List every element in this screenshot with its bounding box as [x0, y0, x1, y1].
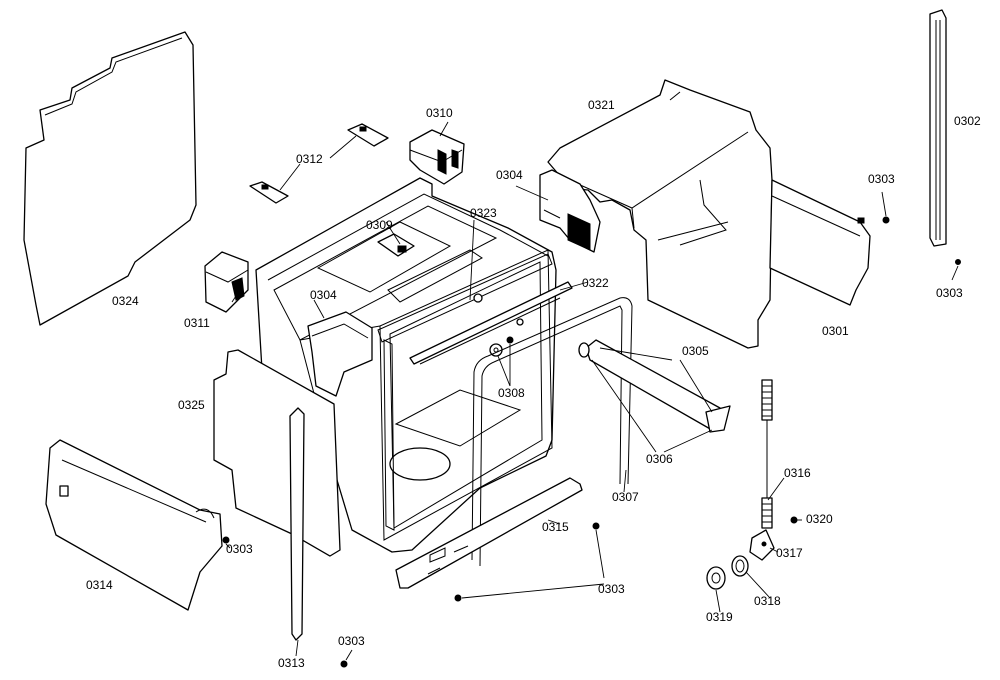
label-0315: 0315: [542, 520, 569, 534]
part-0315-base-strip: [395, 477, 583, 589]
part-0324-side-panel: [23, 31, 197, 326]
part-0319-ring: [706, 566, 726, 590]
label-0301: 0301: [822, 324, 849, 338]
label-0304-upper: 0304: [496, 168, 523, 182]
label-0309: 0309: [366, 218, 393, 232]
leader-lines: [225, 121, 959, 661]
label-0306: 0306: [646, 452, 673, 466]
label-0321: 0321: [588, 98, 615, 112]
label-0316: 0316: [784, 466, 811, 480]
label-0317: 0317: [776, 546, 803, 560]
part-0316-hose: [761, 379, 773, 529]
part-0310-bracket: [409, 129, 465, 185]
label-0303-left: 0303: [226, 542, 253, 556]
label-0319: 0319: [706, 610, 733, 624]
label-0303-right-upper: 0303: [868, 172, 895, 186]
label-0313: 0313: [278, 656, 305, 670]
part-0312-clips: [249, 123, 389, 204]
part-0304-bracket-lower: [307, 311, 373, 397]
label-0303-bottom: 0303: [598, 582, 625, 596]
part-0309-clip: [377, 233, 415, 257]
label-0308: 0308: [498, 386, 525, 400]
label-0311: 0311: [184, 316, 210, 330]
label-0307: 0307: [612, 490, 639, 504]
label-0303-bottom-left: 0303: [338, 634, 365, 648]
part-0317-fitting: [749, 529, 775, 561]
part-0301-right-panel: [769, 179, 871, 306]
part-0307-u-frame: [471, 297, 633, 567]
part-0313-strip: [289, 407, 305, 641]
label-0305: 0305: [682, 344, 709, 358]
part-0304-bracket-upper: [539, 169, 601, 253]
part-0311-bracket: [204, 251, 249, 313]
label-0312: 0312: [296, 152, 323, 166]
label-0303-right-lower: 0303: [936, 286, 963, 300]
part-0322-rail: [409, 281, 573, 365]
part-0325-insulation-panel: [213, 349, 341, 557]
label-0325: 0325: [178, 398, 205, 412]
part-0302-vertical-strip: [929, 9, 947, 247]
label-0310: 0310: [426, 106, 453, 120]
label-0320: 0320: [806, 512, 833, 526]
label-0318: 0318: [754, 594, 781, 608]
label-0323: 0323: [470, 206, 497, 220]
label-0314: 0314: [86, 578, 113, 592]
label-0304-lower: 0304: [310, 288, 337, 302]
part-0314-toe-panel: [45, 439, 223, 611]
screws-0303: [222, 216, 961, 668]
part-0321-top-cover: [547, 79, 773, 349]
label-0302: 0302: [954, 114, 981, 128]
part-0318-seal: [731, 555, 749, 577]
label-0324: 0324: [112, 294, 139, 308]
part-0305-pipe: [578, 339, 731, 433]
label-0322: 0322: [582, 276, 609, 290]
